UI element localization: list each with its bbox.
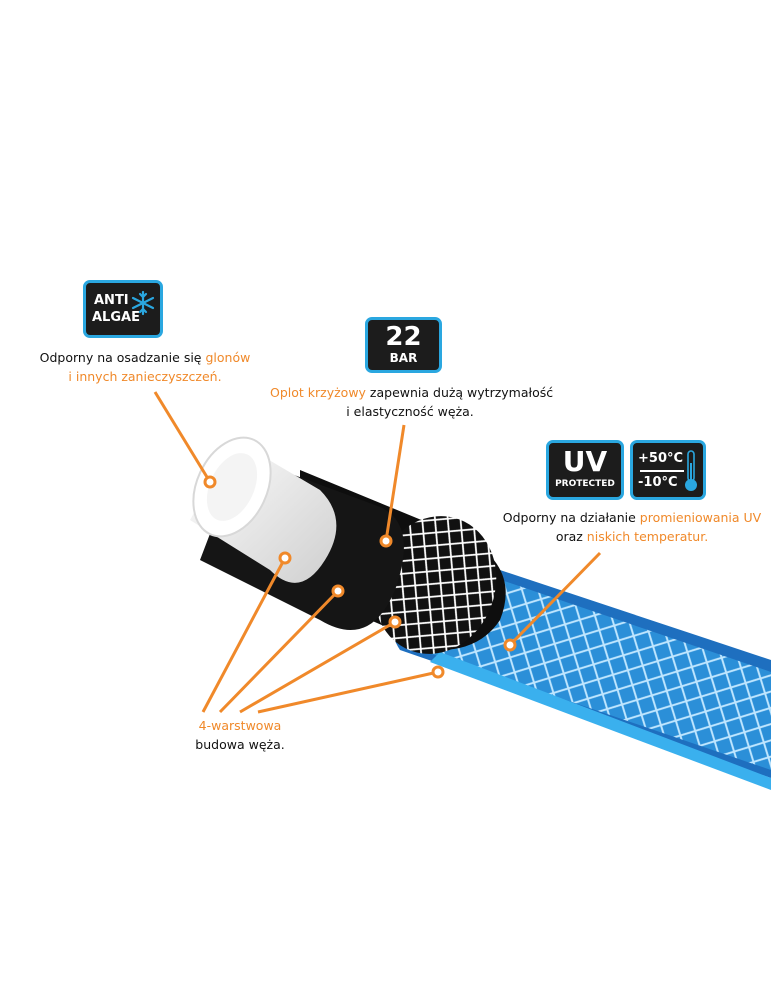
braid-caption-text: zapewnia dużą wytrzymałość [365,385,554,400]
braid-caption-line2: i elastyczność węża. [346,404,474,419]
uv-caption-highlight-1: promieniowania UV [639,510,762,525]
uv-caption-text: Odporny na działanie [502,510,640,525]
braid-caption-highlight: Oplot krzyżowy [270,385,366,400]
snowflake-icon [131,290,155,316]
temp-divider [640,470,684,472]
uv-line1: UV [562,445,608,478]
layers-caption-line2: budowa węża. [195,737,285,752]
algae-caption-highlight-2: i innych zanieczyszczeń. [68,369,222,384]
pressure-value: 22 [385,322,422,352]
layers-caption-highlight: 4-warstwowa [198,718,282,733]
uv-badge: UV PROTECTED [546,440,624,500]
temperature-badge: +50°C -10°C [630,440,706,500]
algae-caption-text: Odporny na osadzanie się [39,350,206,365]
pressure-unit: BAR [389,351,418,365]
anti-algae-badge: ANTI ALGAE [83,280,163,338]
temp-high: +50°C [638,451,684,466]
braid-caption: Oplot krzyżowy zapewnia dużą wytrzymałoś… [270,383,554,421]
anti-algae-line1: ANTI [94,293,129,308]
algae-caption-highlight-1: glonów [205,350,251,365]
uv-caption: Odporny na działanie promieniowania UV o… [498,508,766,546]
callout-dots [203,475,517,679]
callout-lines [153,391,602,714]
anti-algae-line2: ALGAE [92,310,140,325]
pressure-badge: 22 BAR [365,317,442,373]
uv-caption-highlight-2: niskich temperatur. [586,529,709,544]
white-core [190,436,337,583]
thermometer-icon [685,450,697,491]
temp-low: -10°C [638,475,678,490]
algae-caption: Odporny na osadzanie się glonów i innych… [35,348,255,386]
uv-line2: PROTECTED [555,479,615,489]
uv-caption-mid: oraz [555,529,587,544]
layers-caption: 4-warstwowa budowa węża. [180,716,300,754]
